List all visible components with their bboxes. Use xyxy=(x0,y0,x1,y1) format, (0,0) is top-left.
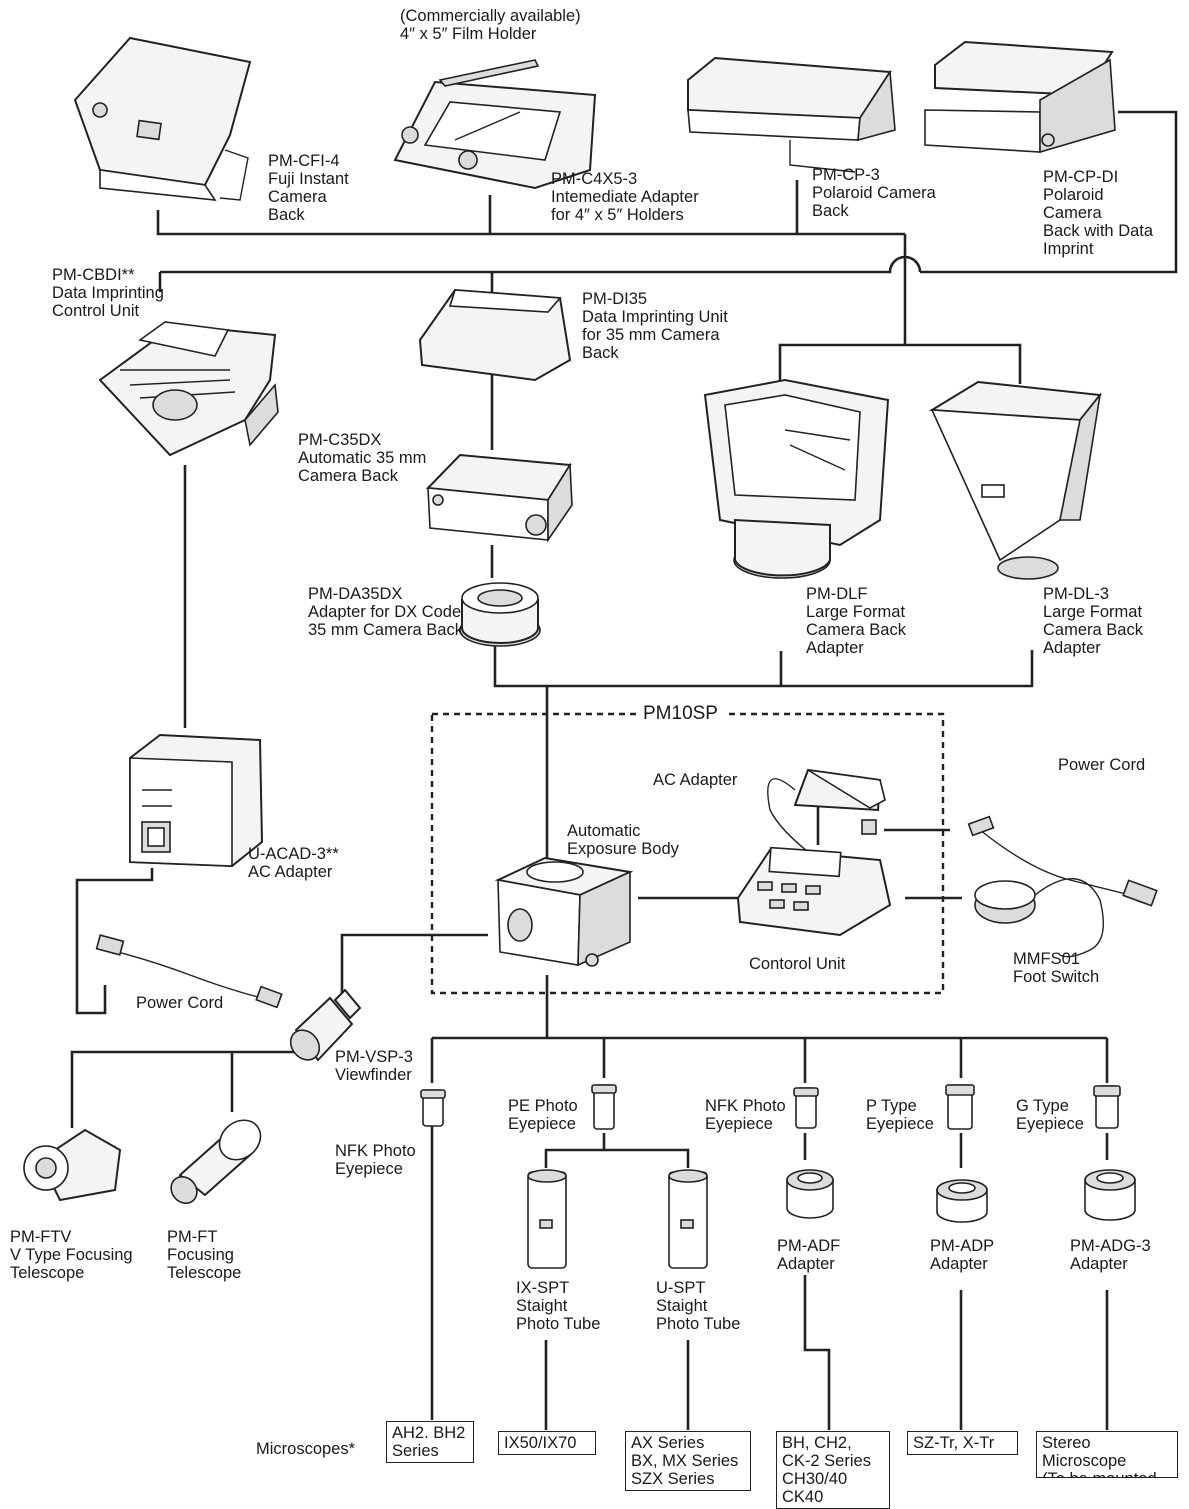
pm-cfi4-label: PM-CFI-4 Fuji Instant Camera Back xyxy=(268,152,349,224)
microscope-box-ix: IX50/IX70 xyxy=(498,1431,596,1455)
pm-cp3-device xyxy=(687,56,896,173)
pm-adp-label: PM-ADP Adapter xyxy=(930,1237,995,1273)
power-cord-right-label: Power Cord xyxy=(1058,756,1146,774)
pm-cbdi-label: PM-CBDI** Data Imprinting Control Unit xyxy=(52,266,164,320)
photo-tube-devices xyxy=(527,1169,708,1269)
eyepiece-devices xyxy=(420,1084,1121,1130)
pm-dl3-label: PM-DL-3 Large Format Camera Back Adapter xyxy=(1043,585,1143,657)
pm-cbdi-device xyxy=(98,321,279,457)
power-cord-left-device xyxy=(95,934,283,1009)
ac-adapter-label: AC Adapter xyxy=(653,771,738,789)
ac-adapter-device xyxy=(767,768,886,856)
microscope-box-ax: AX Series BX, MX Series SZX Series xyxy=(625,1431,751,1491)
microscopes-label: Microscopes* xyxy=(256,1440,356,1458)
pm-dl3-device xyxy=(928,380,1102,580)
pm-cp3-label: PM-CP-3 Polaroid Camera Back xyxy=(812,166,936,220)
pm-adf-label: PM-ADF Adapter xyxy=(777,1237,841,1273)
pm-adg3-label: PM-ADG-3 Adapter xyxy=(1070,1237,1151,1273)
nfk-left-label: NFK Photo Eyepiece xyxy=(335,1142,416,1178)
pm-di35-label: PM-DI35 Data Imprinting Unit for 35 mm C… xyxy=(582,290,728,362)
p-type-label: P Type Eyepiece xyxy=(866,1097,934,1133)
pm-c4x53-label: PM-C4X5-3 Intemediate Adapter for 4″ x 5… xyxy=(551,170,699,224)
mmfs01-device xyxy=(974,878,1104,958)
microscope-box-stereo: Stereo Microscope (To be mounted on the … xyxy=(1036,1431,1178,1478)
pm-da35dx-label: PM-DA35DX Adapter for DX Code 35 mm Came… xyxy=(308,585,463,639)
u-acad3-device xyxy=(129,733,264,868)
auto-exposure-body-device xyxy=(494,856,634,967)
u-acad3-label: U-ACAD-3** AC Adapter xyxy=(248,845,339,881)
pm-cpdi-label: PM-CP-DI Polaroid Camera Back with Data … xyxy=(1043,168,1154,258)
pm-c4x53-device xyxy=(393,59,597,190)
pm-da35dx-device xyxy=(459,582,541,647)
pm-c35dx-device xyxy=(425,453,573,543)
adapter-devices xyxy=(786,1169,1136,1223)
pm-ftv-device xyxy=(23,1128,122,1202)
pm-cpdi-device xyxy=(924,40,1116,154)
pm-vsp3-device xyxy=(289,988,362,1062)
control-unit-label: Contorol Unit xyxy=(749,955,846,973)
microscope-box-ah2: AH2. BH2 Series xyxy=(386,1421,474,1463)
pm10sp-title: PM10SP xyxy=(637,703,724,725)
g-type-label: G Type Eyepiece xyxy=(1016,1097,1084,1133)
mmfs01-label: MMFS01 Foot Switch xyxy=(1013,950,1100,986)
power-cord-left-label: Power Cord xyxy=(136,994,224,1012)
pm-ftv-label: PM-FTV V Type Focusing Telescope xyxy=(10,1228,133,1282)
pm-dlf-device xyxy=(703,378,890,579)
pm-vsp3-label: PM-VSP-3 Viewfinder xyxy=(335,1048,413,1084)
pm-ft-label: PM-FT Focusing Telescope xyxy=(167,1228,242,1282)
pm-dlf-label: PM-DLF Large Format Camera Back Adapter xyxy=(806,585,906,657)
control-unit-device xyxy=(736,846,892,937)
pm-di35-device xyxy=(418,288,572,382)
pm-ft-device xyxy=(170,1119,262,1205)
pm-cfi4-device xyxy=(73,36,252,201)
pm-c35dx-label: PM-C35DX Automatic 35 mm Camera Back xyxy=(298,431,427,485)
auto-body-label: Automatic Exposure Body xyxy=(567,822,679,858)
u-spt-label: U-SPT Staight Photo Tube xyxy=(656,1279,741,1333)
microscope-box-sz: SZ-Tr, X-Tr xyxy=(907,1431,1018,1455)
ix-spt-label: IX-SPT Staight Photo Tube xyxy=(516,1279,601,1333)
microscope-box-bh: BH, CH2, CK-2 Series CH30/40 CK40 xyxy=(776,1431,890,1509)
connector-lines xyxy=(70,110,1178,1430)
film-holder-label: (Commercially available) 4″ x 5″ Film Ho… xyxy=(400,7,581,43)
pe-photo-label: PE Photo Eyepiece xyxy=(508,1097,578,1133)
nfk-right-label: NFK Photo Eyepiece xyxy=(705,1097,786,1133)
